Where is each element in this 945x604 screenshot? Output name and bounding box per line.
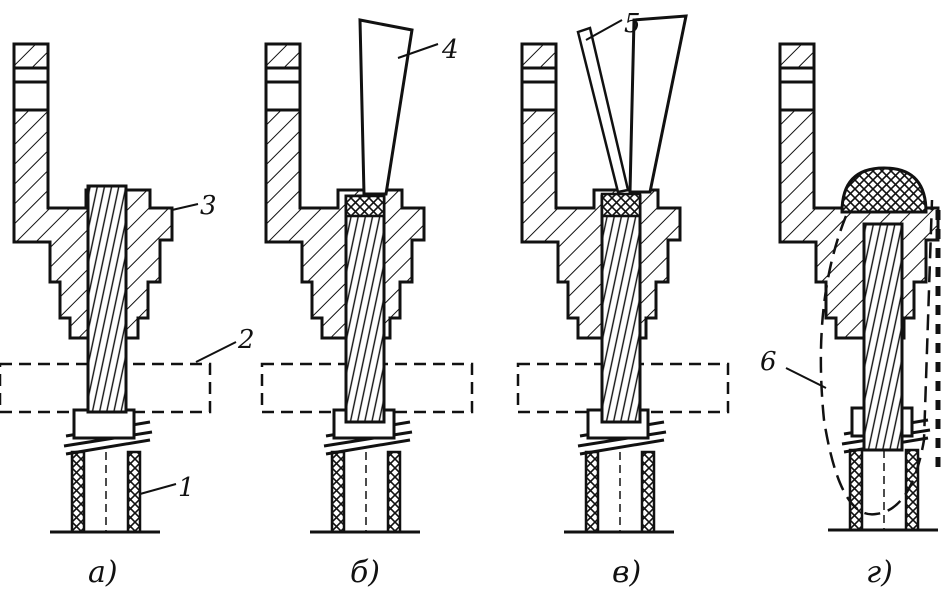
callout-6: 6 <box>760 347 777 377</box>
callout-5: 5 <box>624 9 641 39</box>
caption-panel-b: б) <box>350 555 380 590</box>
callout-1: 1 <box>178 473 195 503</box>
panel-g <box>778 42 941 532</box>
callout-2: 2 <box>237 325 255 355</box>
callout-4: 4 <box>441 35 459 65</box>
caption-panel-g: г) <box>866 555 893 590</box>
caption-panel-a: а) <box>88 555 118 590</box>
caption-panel-v: в) <box>612 555 641 590</box>
panel-a <box>0 42 212 534</box>
panel-b <box>260 18 474 534</box>
callout-3: 3 <box>200 191 217 221</box>
panel-v <box>516 14 730 534</box>
